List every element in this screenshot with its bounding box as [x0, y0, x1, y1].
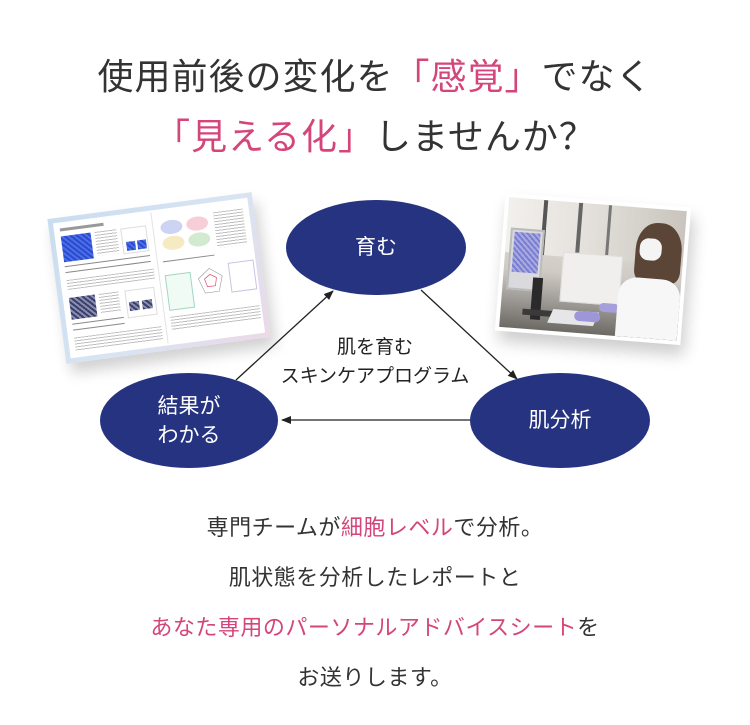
headline-highlight: 「感覚」 — [393, 57, 542, 98]
body-highlight: 細胞レベル — [340, 516, 454, 541]
headline-line-2: 「見える化」しませんか？ — [0, 108, 750, 160]
body-line-1: 専門チームが細胞レベルで分析。 — [0, 510, 750, 542]
body-text: で分析。 — [453, 516, 544, 541]
program-label-line-2: スキンケアプログラム — [280, 365, 470, 387]
node-results: 結果が わかる — [100, 373, 278, 468]
body-line-2: 肌状態を分析したレポートと — [228, 566, 522, 591]
node-label: 肌分析 — [528, 408, 592, 433]
headline-text: 使用前後の変化を — [97, 57, 394, 98]
headline-line-1: 使用前後の変化を「感覚」でなく — [0, 48, 750, 100]
program-label-line-1: 肌を育む — [336, 336, 413, 358]
body-highlight: あなた専用のパーソナルアドバイスシート — [150, 616, 578, 641]
arrow-left-to-top — [235, 290, 334, 381]
headline-highlight: 「見える化」 — [154, 117, 375, 158]
node-skin-analysis: 肌分析 — [470, 373, 650, 468]
node-label: 結果が — [157, 394, 221, 419]
body-line-3: あなた専用のパーソナルアドバイスシートを — [0, 610, 750, 642]
body-line-4: お送りします。 — [297, 666, 453, 691]
body-text: 専門チームが — [206, 516, 341, 541]
node-label: わかる — [157, 422, 221, 447]
headline-text: でなく — [541, 57, 653, 98]
node-nurture: 育む — [286, 200, 466, 295]
headline-text: しませんか？ — [375, 117, 596, 158]
node-label: 育む — [355, 235, 397, 260]
arrow-top-to-right — [420, 289, 518, 380]
analysis-report-image — [47, 192, 271, 364]
body-text: を — [577, 616, 600, 641]
